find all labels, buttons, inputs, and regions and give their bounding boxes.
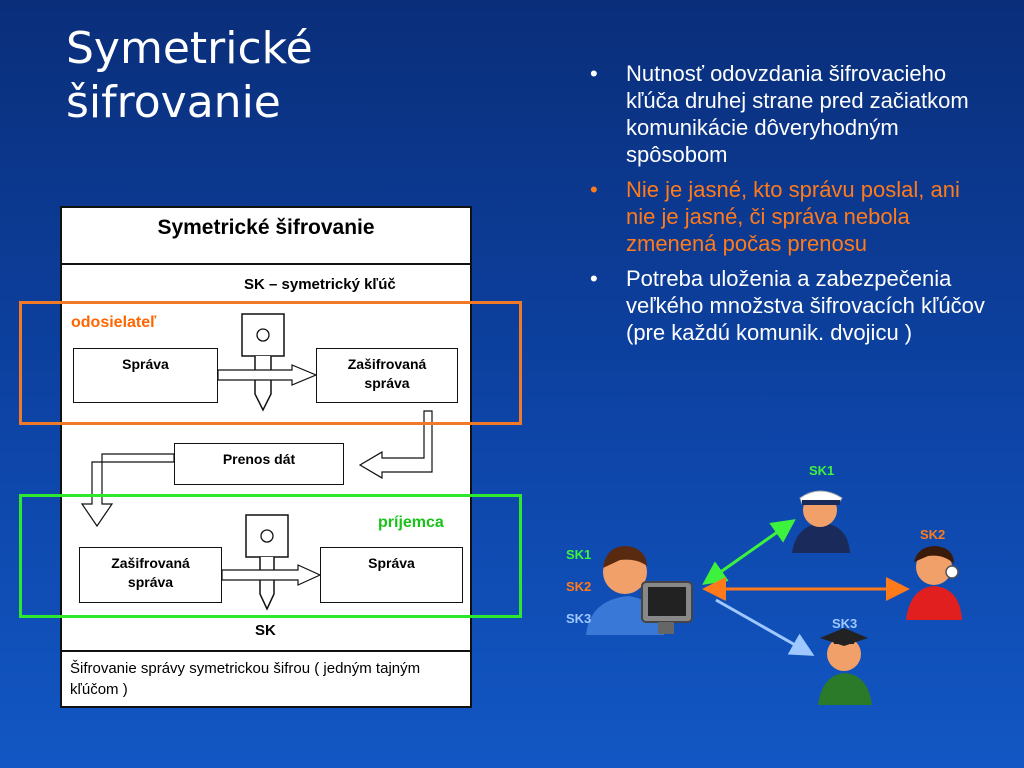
- sender-frame: [19, 301, 522, 425]
- sender-encrypted-line2: správa: [364, 375, 410, 391]
- divider: [62, 263, 470, 265]
- sender-message-text: Správa: [122, 356, 169, 372]
- receiver-message-box: Správa: [320, 547, 463, 603]
- sk3-arrow: [715, 598, 815, 656]
- slide-title-line2: šifrovanie: [66, 77, 281, 128]
- bullet-text: Potreba uloženia a zabezpečenia veľkého …: [626, 266, 985, 345]
- transfer-text: Prenos dát: [222, 451, 296, 467]
- captain-icon: [792, 490, 850, 553]
- bullet-list: • Nutnosť odovzdania šifrovacieho kľúča …: [590, 60, 990, 354]
- bottom-key-label: SK: [255, 622, 276, 639]
- slide-title-line1: Symetrické: [66, 23, 313, 74]
- key-icon: [241, 313, 285, 412]
- transfer-box: Prenos dát: [174, 443, 344, 485]
- headset-person-icon: [906, 546, 962, 620]
- bullet-text: Nie je jasné, kto správu poslal, ani nie…: [626, 177, 960, 256]
- sk1-arrow: [702, 519, 796, 585]
- slide-title: Symetrické šifrovanie: [66, 22, 446, 130]
- bullet-item: • Potreba uloženia a zabezpečenia veľkéh…: [590, 265, 990, 346]
- bullet-marker: •: [590, 177, 598, 202]
- receiver-encrypted-box: Zašifrovaná správa: [79, 547, 222, 603]
- diagram-title: Symetrické šifrovanie: [157, 216, 375, 239]
- bullet-marker: •: [590, 61, 598, 86]
- diagram-caption: Šifrovanie správy symetrickou šifrou ( j…: [70, 660, 421, 698]
- bullet-item: • Nutnosť odovzdania šifrovacieho kľúča …: [590, 60, 990, 168]
- divider: [62, 650, 470, 652]
- bullet-marker: •: [590, 266, 598, 291]
- receiver-encrypted-line1: Zašifrovaná: [111, 555, 190, 571]
- sender-label: odosielateľ: [71, 314, 157, 331]
- sk2-right-label: SK2: [920, 527, 945, 542]
- bullet-text: Nutnosť odovzdania šifrovacieho kľúča dr…: [626, 61, 969, 167]
- diagram-arrows: [80, 313, 433, 611]
- user-key-sk1: SK1: [566, 547, 591, 562]
- receiver-encrypted-line2: správa: [127, 574, 174, 590]
- user-key-sk2: SK2: [566, 579, 591, 594]
- receiver-label: príjemca: [378, 514, 444, 531]
- sender-encrypted-box: Zašifrovaná správa: [316, 348, 458, 403]
- sk1-top-label: SK1: [809, 463, 834, 478]
- key-sharing-illustration: SK1 SK2 SK3 SK1 SK2 SK3: [566, 463, 962, 705]
- sk3-bottom-label: SK3: [832, 616, 857, 631]
- receiver-message-text: Správa: [368, 555, 415, 571]
- graduate-icon: [818, 628, 872, 705]
- sender-encrypted-line1: Zašifrovaná: [347, 356, 427, 372]
- encryption-diagram: Symetrické šifrovanie SK – symetrický kľ…: [60, 206, 472, 708]
- user-key-sk3: SK3: [566, 611, 591, 626]
- sender-message-box: Správa: [73, 348, 218, 403]
- bullet-item-highlighted: • Nie je jasné, kto správu poslal, ani n…: [590, 176, 990, 257]
- computer-user-icon: [586, 546, 693, 635]
- receiver-frame: [19, 494, 522, 618]
- key-label: SK – symetrický kľúč: [244, 276, 396, 293]
